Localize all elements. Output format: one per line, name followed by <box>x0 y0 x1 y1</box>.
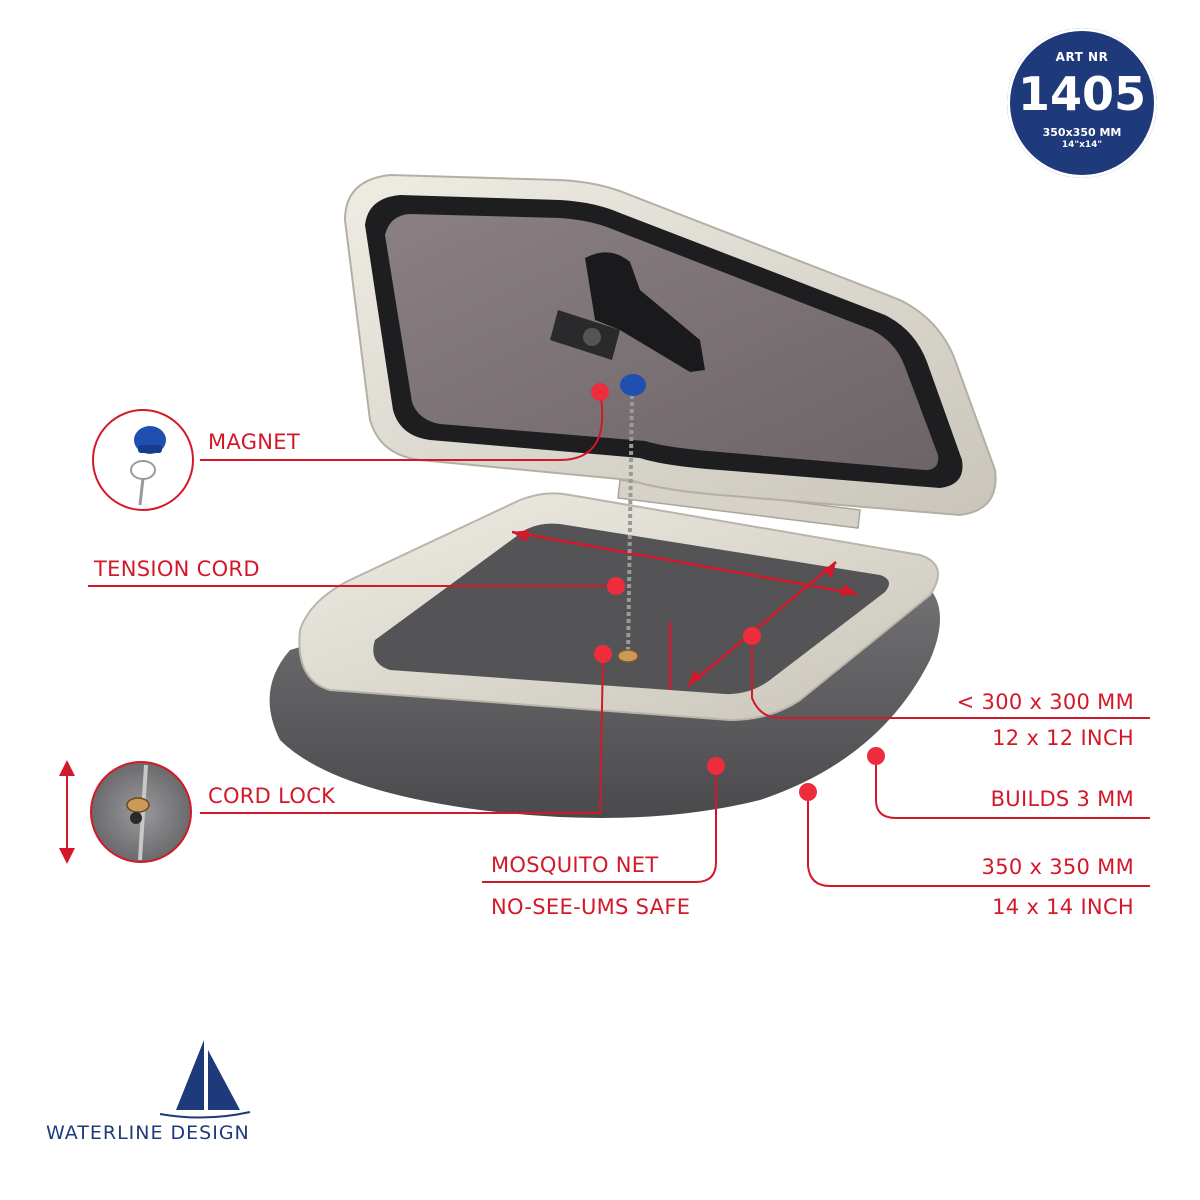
label-inner-size-inch: 12 x 12 INCH <box>992 726 1134 750</box>
badge-size-mm: 350x350 MM <box>1042 126 1122 139</box>
leader-mosquito-net <box>482 766 717 883</box>
lid-handle <box>550 252 705 372</box>
badge-number: 1405 <box>1017 67 1147 121</box>
badge-art-label: ART NR <box>1055 50 1109 64</box>
label-no-see-ums: NO-SEE-UMS SAFE <box>491 895 691 919</box>
article-number-badge: ART NR 1405 350x350 MM 14"x14" <box>1007 28 1157 178</box>
label-tension-cord: TENSION CORD <box>94 557 260 581</box>
leader-cord-lock <box>200 653 604 814</box>
leader-builds <box>875 756 1150 819</box>
mosquito-net-screen <box>373 523 890 695</box>
label-outer-size-inch: 14 x 14 INCH <box>992 895 1134 919</box>
hatch-illustration <box>269 173 997 818</box>
label-mosquito-net: MOSQUITO NET <box>491 853 659 877</box>
leader-outer-size <box>807 792 1150 887</box>
callout-dots <box>591 383 885 801</box>
label-builds: BUILDS 3 MM <box>990 787 1134 811</box>
callout-leaders <box>88 391 1150 887</box>
leader-magnet <box>200 391 604 461</box>
badge-size-inch: 14"x14" <box>1061 140 1103 150</box>
label-magnet: MAGNET <box>208 430 300 454</box>
inner-dimension-arrows <box>511 530 859 690</box>
vertical-arrow-icon <box>59 760 75 864</box>
label-outer-size-mm: 350 x 350 MM <box>981 855 1134 879</box>
tension-cord <box>617 374 646 663</box>
cord-lock-icon <box>90 761 192 863</box>
brand-name: WATERLINE DESIGN <box>46 1122 250 1144</box>
leader-inner-size <box>751 636 1150 719</box>
label-cord-lock: CORD LOCK <box>208 784 336 808</box>
label-inner-size-mm: < 300 x 300 MM <box>956 690 1134 714</box>
sailboat-logo-icon <box>159 1040 251 1119</box>
magnet-icon <box>92 409 194 511</box>
